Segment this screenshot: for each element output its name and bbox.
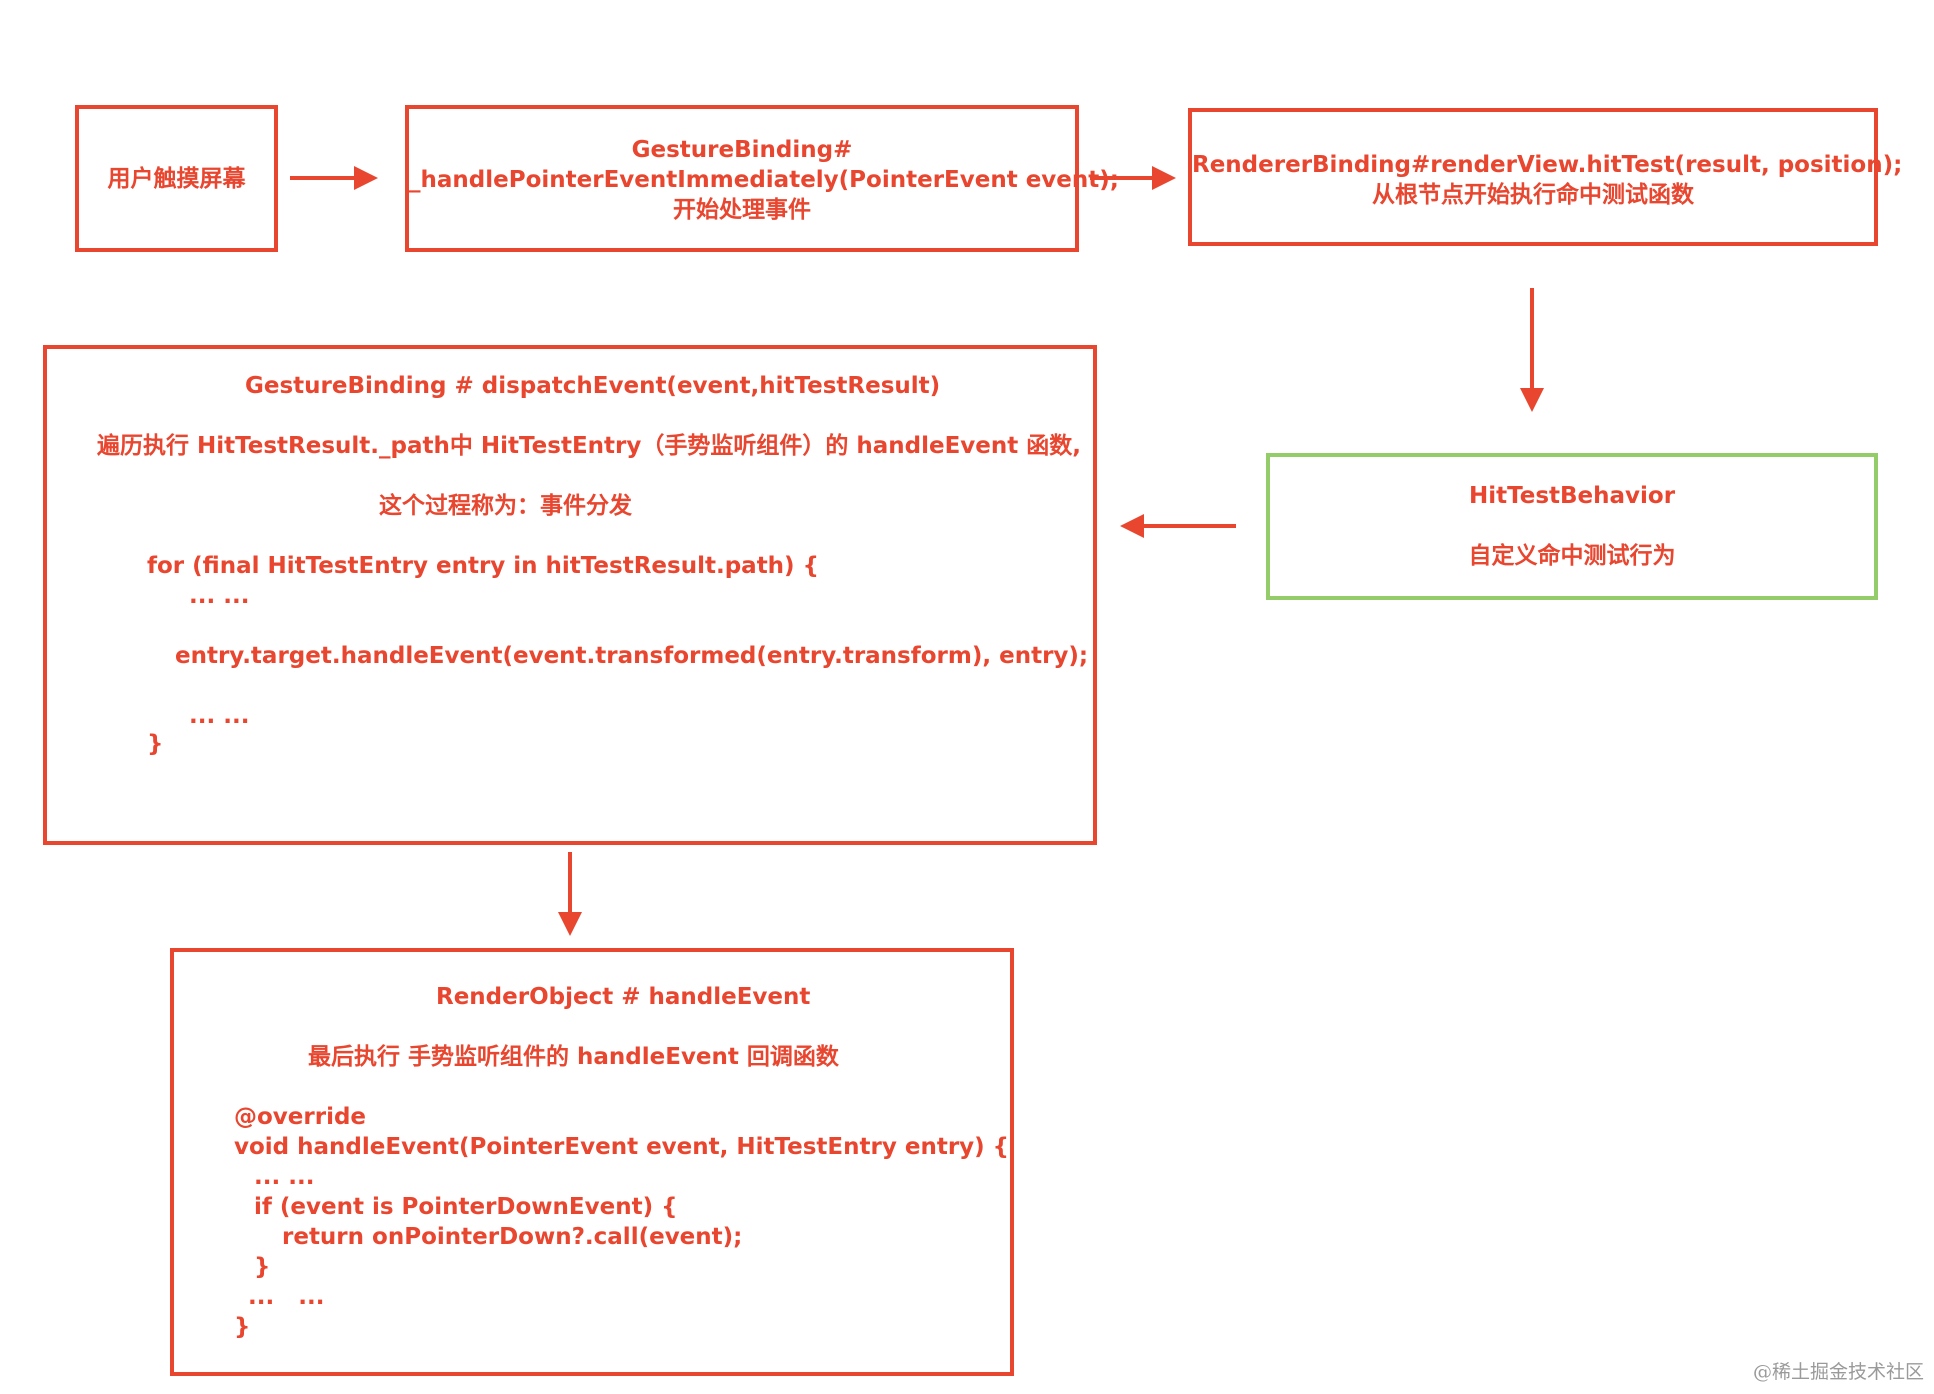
render-code-line: ... ...	[254, 1164, 315, 1190]
hit-test-behavior-box: HitTestBehavior 自定义命中测试行为	[1266, 453, 1878, 600]
render-code-line: }	[254, 1254, 271, 1280]
dispatch-code-line: }	[147, 731, 164, 757]
dispatch-code-line: entry.target.handleEvent(event.transform…	[175, 643, 1089, 669]
dispatch-desc-1: 遍历执行 HitTestResult._path中 HitTestEntry（手…	[97, 433, 1082, 459]
render-object-desc: 最后执行 手势监听组件的 handleEvent 回调函数	[308, 1044, 839, 1070]
hit-test-line-1: RendererBinding#renderView.hitTest(resul…	[1192, 152, 1903, 178]
behavior-title: HitTestBehavior	[1468, 483, 1676, 509]
handle-pointer-box: GestureBinding# _handlePointerEventImmed…	[405, 105, 1119, 252]
render-object-box: RenderObject # handleEvent 最后执行 手势监听组件的 …	[170, 948, 1014, 1376]
render-code-line: void handleEvent(PointerEvent event, Hit…	[234, 1134, 1010, 1160]
dispatch-desc-2: 这个过程称为：事件分发	[379, 493, 632, 519]
dispatch-code-line: ... ...	[189, 583, 250, 609]
arrowhead-dispatch-to-render	[558, 912, 582, 936]
touch-screen-box: 用户触摸屏幕	[75, 105, 278, 252]
hit-test-line-2: 从根节点开始执行命中测试函数	[1372, 182, 1694, 208]
hit-test-box: RendererBinding#renderView.hitTest(resul…	[1188, 108, 1903, 246]
dispatch-title: GestureBinding # dispatchEvent(event,hit…	[245, 373, 941, 399]
dispatch-code-line: for (final HitTestEntry entry in hitTest…	[147, 553, 819, 579]
handle-pointer-line-2: _handlePointerEventImmediately(PointerEv…	[409, 167, 1119, 193]
behavior-desc: 自定义命中测试行为	[1468, 543, 1676, 569]
render-code-line: }	[234, 1314, 251, 1340]
touch-screen-label: 用户触摸屏幕	[107, 166, 246, 192]
arrowhead-hittest-to-behavior	[1520, 388, 1544, 412]
render-code-line: ... ...	[248, 1284, 325, 1310]
arrowhead-behavior-to-dispatch	[1120, 514, 1144, 538]
handle-pointer-line-3: 开始处理事件	[673, 197, 811, 223]
render-code-line: @override	[234, 1104, 367, 1130]
render-code-line: return onPointerDown?.call(event);	[282, 1224, 743, 1250]
dispatch-code-line: ... ...	[189, 703, 250, 729]
dispatch-event-box: GestureBinding # dispatchEvent(event,hit…	[43, 345, 1097, 845]
render-code-line: if (event is PointerDownEvent) {	[254, 1194, 678, 1220]
arrowhead-handle-to-hittest	[1152, 166, 1176, 190]
watermark: @稀土掘金技术社区	[1752, 1361, 1924, 1383]
handle-pointer-line-1: GestureBinding#	[631, 137, 853, 163]
arrowhead-touch-to-handle	[354, 166, 378, 190]
render-object-title: RenderObject # handleEvent	[436, 984, 811, 1010]
